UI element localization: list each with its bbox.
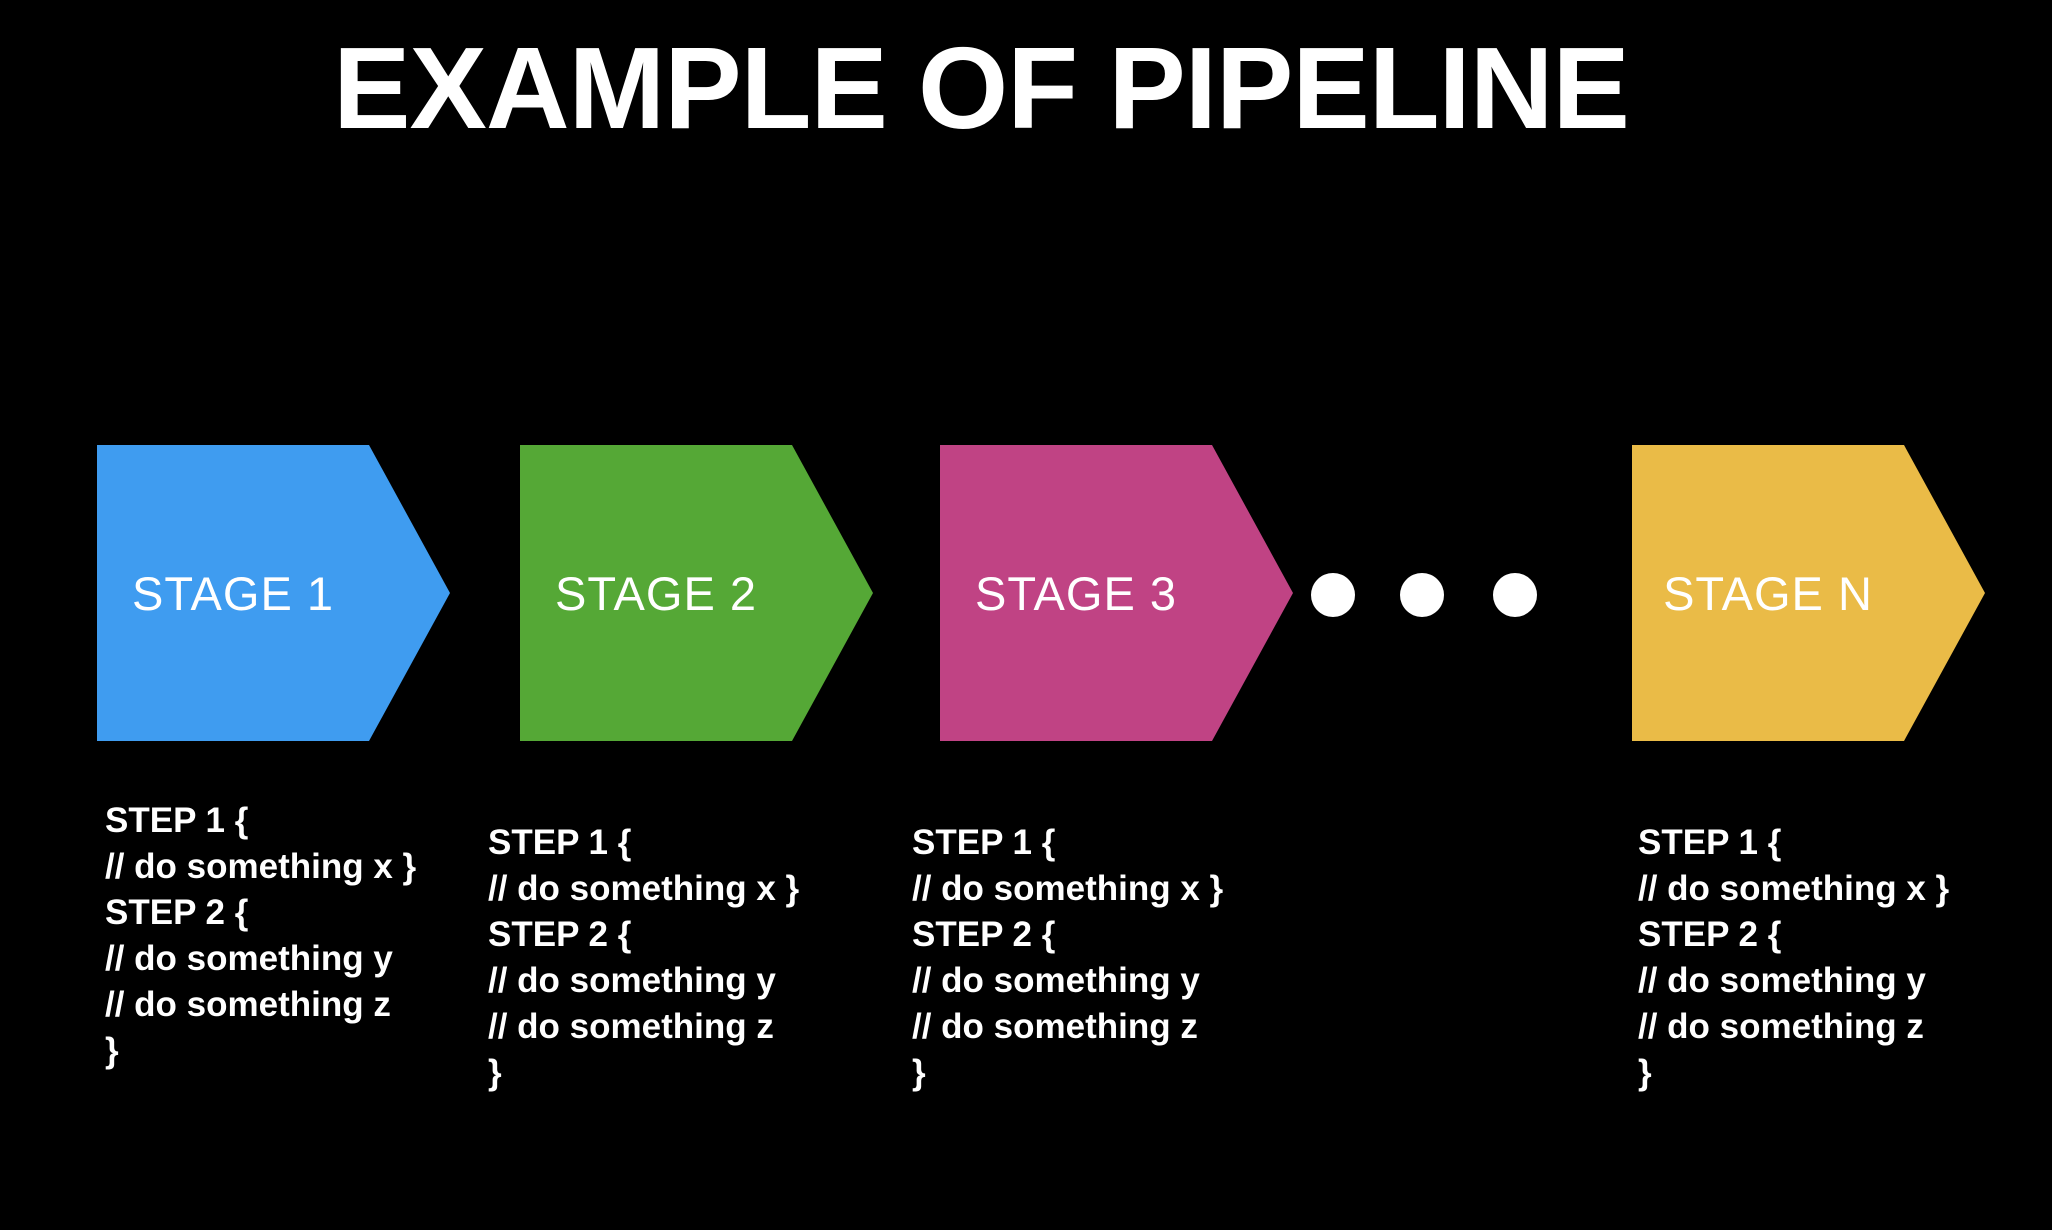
ellipsis-dot [1311,573,1355,617]
stage-n-code: STEP 1 { // do something x } STEP 2 { //… [1638,823,1950,1092]
stage-2-arrow: STAGE 2 [520,445,873,741]
stage-1-code: STEP 1 { // do something x } STEP 2 { //… [105,801,417,1070]
stage-3-label: STAGE 3 [974,566,1178,620]
stage-2-label: STAGE 2 [554,566,758,620]
ellipsis-dot [1400,573,1444,617]
stage-n-label: STAGE N [1663,566,1873,620]
stage-3-code: STEP 1 { // do something x } STEP 2 { //… [912,823,1224,1092]
stage-2-code: STEP 1 { // do something x } STEP 2 { //… [488,823,800,1092]
ellipsis-dot [1493,573,1537,617]
stage-1-label: STAGE 1 [131,566,335,620]
stage-1-arrow: STAGE 1 [97,445,450,741]
stage-n-arrow: STAGE N [1632,445,1985,741]
stage-3-arrow: STAGE 3 [940,445,1293,741]
page-title: EXAMPLE OF PIPELINE [333,23,1630,153]
